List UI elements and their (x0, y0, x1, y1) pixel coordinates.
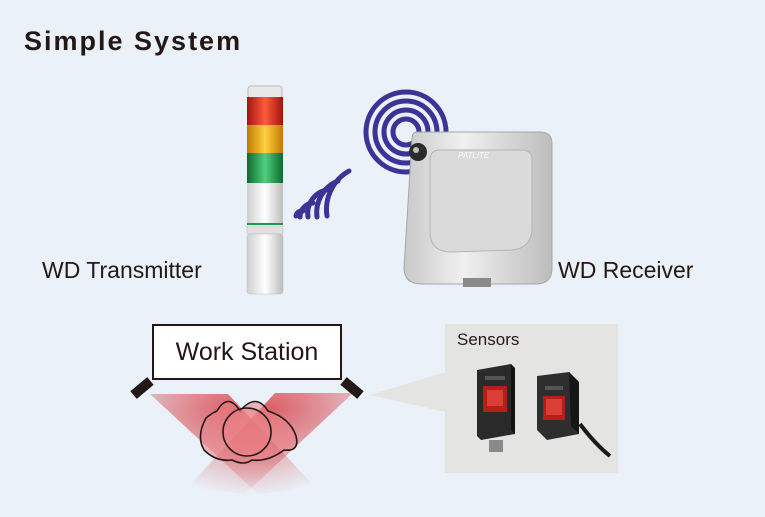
receiver-label: WD Receiver (558, 257, 694, 283)
sensors-label: Sensors (457, 330, 520, 349)
signal-tower (246, 85, 284, 295)
wd-receiver-device (403, 131, 553, 287)
sensor-mount-right (340, 377, 364, 399)
work-station-label: Work Station (175, 337, 319, 366)
transmitter-wave-icon (293, 168, 352, 220)
callout-pointer (370, 372, 446, 412)
transmitter-label: WD Transmitter (42, 257, 202, 283)
sensor-mount-left (130, 377, 154, 399)
diagram-title: Simple System (24, 26, 243, 56)
work-station-box: Work Station (152, 324, 342, 380)
photoelectric-sensor-icon (537, 372, 579, 440)
receiver-brand: PATLITE (458, 151, 490, 160)
sensors-image (477, 364, 612, 458)
worker-icon (199, 400, 298, 464)
sensors-panel: Sensors (445, 324, 618, 473)
photoelectric-sensor-icon (477, 364, 515, 452)
